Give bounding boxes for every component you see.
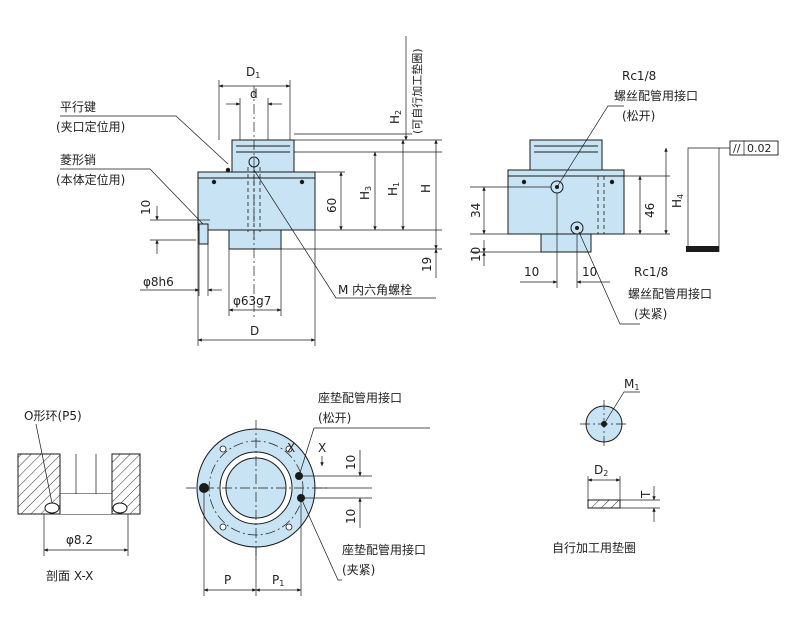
dim-T: T <box>639 490 653 499</box>
dim-10-side: 10 <box>469 247 483 262</box>
dim-phi82: φ8.2 <box>66 533 93 547</box>
port-bot-spec: Rc1/8 <box>634 265 668 279</box>
dim-60: 60 <box>325 198 339 213</box>
dim-D1: D1 <box>246 65 260 80</box>
washer-view: M1 D2 T 自行加工用垫圈 <box>552 377 660 555</box>
dim-10-plan-top: 10 <box>344 455 358 470</box>
dim-46: 46 <box>643 203 657 218</box>
dim-10-plan-bot: 10 <box>344 509 358 524</box>
section-view: O形环(P5) φ8.2 剖面 X-X <box>17 409 141 583</box>
note-H2: (可自行加工垫圈) <box>410 48 424 134</box>
dim-phi63g7: φ63g7 <box>233 294 271 308</box>
flatness-value: 0.02 <box>747 142 772 155</box>
label-diamond-pin: 菱形销 <box>60 153 96 167</box>
label-oring: O形环(P5) <box>24 409 82 423</box>
dim-P: P <box>224 573 231 587</box>
datum-marker <box>686 246 719 252</box>
port-top-spec: Rc1/8 <box>622 69 656 83</box>
seat-top-mode: (松开) <box>318 411 351 425</box>
dim-10-b: 10 <box>582 265 597 279</box>
port-bot-mode: (夹紧) <box>634 307 667 321</box>
washer-section <box>587 499 621 509</box>
label-diamond-pin-sub: (本体定位用) <box>56 172 125 187</box>
dim-H4: H4 <box>670 194 685 208</box>
side-body <box>507 169 625 235</box>
parallel-symbol: // <box>733 142 741 155</box>
port-bot-label: 螺丝配管用接口 <box>628 286 712 301</box>
dim-19: 19 <box>420 257 434 272</box>
oring-right <box>112 502 128 514</box>
side-view: Rc1/8 螺丝配管用接口 (松开) // 0.02 34 10 46 H4 <box>469 69 779 325</box>
washer-caption: 自行加工用垫圈 <box>552 540 636 555</box>
label-parallel-key: 平行键 <box>60 100 96 114</box>
dim-H2: H2 <box>388 110 403 124</box>
mark-X2: X <box>318 441 326 455</box>
port-top-mode: (松开) <box>622 109 655 123</box>
diamond-pin <box>198 223 209 245</box>
section-caption: 剖面 X-X <box>46 569 93 583</box>
dim-34: 34 <box>469 203 483 218</box>
plan-pin <box>199 483 209 493</box>
front-body <box>197 171 316 231</box>
dim-H1: H1 <box>386 182 401 196</box>
dim-H: H <box>419 184 433 193</box>
dim-H3: H3 <box>358 186 373 200</box>
port-top-label: 螺丝配管用接口 <box>614 88 698 103</box>
seat-bot-mode: (夹紧) <box>342 563 375 577</box>
front-spigot <box>228 229 282 250</box>
oring-left <box>44 502 60 514</box>
label-hex-bolt: M 内六角螺栓 <box>338 282 412 297</box>
side-jaw <box>529 139 603 171</box>
dim-10-a: 10 <box>524 265 539 279</box>
dim-d: d <box>250 87 258 101</box>
dim-phi8h6: φ8h6 <box>143 275 174 289</box>
front-jaw <box>231 139 295 173</box>
dim-D2: D2 <box>594 463 608 478</box>
side-spigot <box>540 233 592 253</box>
label-parallel-key-sub: (夹口定位用) <box>56 119 125 134</box>
front-view: D1 d 平行键 (夹口定位用) 菱形销 (本体定位用) 10 φ8h6 φ63… <box>56 36 442 346</box>
dim-P1: P1 <box>272 573 284 588</box>
mark-X: X <box>287 441 295 455</box>
label-M1: M1 <box>624 377 639 392</box>
seat-top-label: 座垫配管用接口 <box>318 390 402 405</box>
dim-10-pin: 10 <box>139 200 153 215</box>
plan-view: 座垫配管用接口 (松开) X X 10 10 座垫配管用接口 (夹紧) P P1 <box>186 390 430 596</box>
dim-D: D <box>250 324 259 338</box>
seat-bot-label: 座垫配管用接口 <box>342 542 426 557</box>
